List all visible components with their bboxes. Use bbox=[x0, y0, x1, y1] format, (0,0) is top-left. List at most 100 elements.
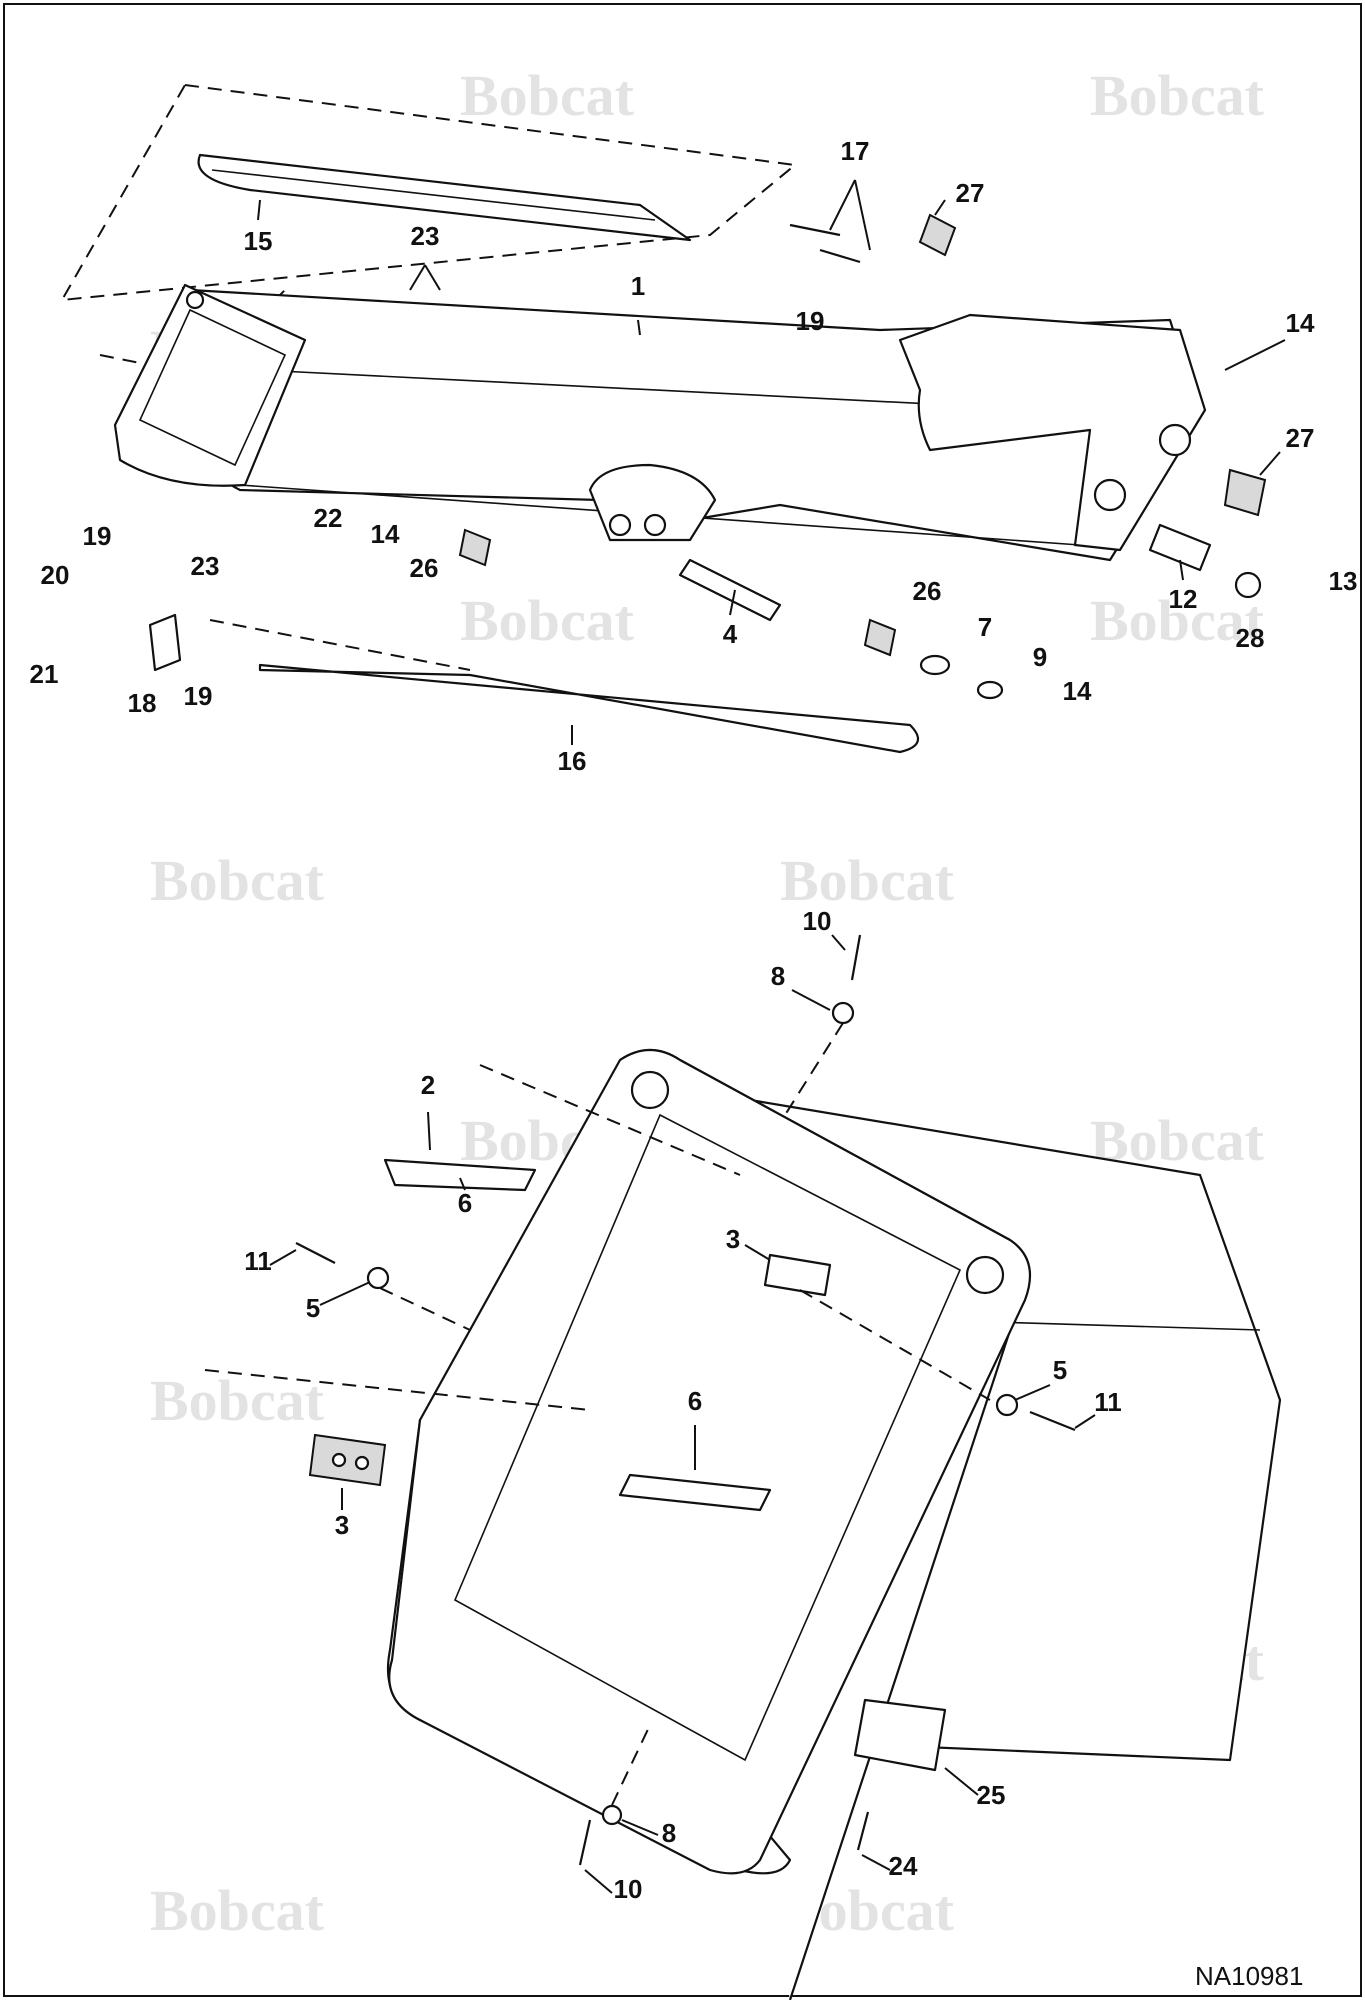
mount-plate bbox=[113, 283, 307, 487]
wear-pad-6-mid bbox=[618, 1473, 772, 1512]
callout-label-27: 27 bbox=[1286, 423, 1315, 453]
callout-label-5: 5 bbox=[1053, 1355, 1067, 1385]
callout-label-26: 26 bbox=[410, 553, 439, 583]
callout-label-8: 8 bbox=[662, 1818, 676, 1848]
leader bbox=[744, 1244, 771, 1261]
callout-label-19: 19 bbox=[796, 306, 825, 336]
leader bbox=[861, 1854, 891, 1871]
pivot-bore bbox=[1158, 423, 1192, 457]
watermark-text: Bobcat bbox=[460, 588, 635, 653]
block-3-right bbox=[763, 1253, 832, 1297]
callout-label-21: 21 bbox=[30, 659, 59, 689]
guide-strip-leader bbox=[209, 619, 471, 671]
wear-pad-6-top bbox=[383, 1158, 537, 1192]
lug-hole bbox=[643, 513, 667, 537]
callout-label-25: 25 bbox=[977, 1780, 1006, 1810]
guide-strip-top bbox=[197, 153, 692, 242]
assembly-line bbox=[799, 1289, 991, 1401]
callout-label-5: 5 bbox=[306, 1293, 320, 1323]
drawing-number: NA10981 bbox=[1195, 1961, 1303, 1991]
leader bbox=[1224, 339, 1286, 371]
callout-label-3: 3 bbox=[726, 1224, 740, 1254]
bracket-18 bbox=[148, 613, 182, 672]
watermark-text: Bobcat bbox=[150, 848, 325, 913]
callout-label-14: 14 bbox=[371, 519, 400, 549]
callout-label-26: 26 bbox=[913, 576, 942, 606]
callout-label-19: 19 bbox=[184, 681, 213, 711]
callout-label-13: 13 bbox=[1329, 566, 1358, 596]
callout-label-14: 14 bbox=[1063, 676, 1092, 706]
bolt-10-bottom bbox=[578, 1819, 592, 1866]
watermark-text: Bobcat bbox=[150, 1878, 325, 1943]
guide-group-outline bbox=[60, 83, 798, 302]
bolt-10-top bbox=[850, 934, 862, 981]
callout-label-24: 24 bbox=[889, 1851, 918, 1881]
assembly-line bbox=[479, 1064, 741, 1176]
callout-label-14: 14 bbox=[1286, 308, 1315, 338]
bolts-17 bbox=[789, 223, 861, 264]
guide-strip-bottom bbox=[258, 663, 920, 754]
washer-8-bottom bbox=[601, 1804, 623, 1826]
leader bbox=[934, 199, 946, 216]
screw-24 bbox=[856, 1811, 870, 1851]
pivot-bore bbox=[1093, 478, 1127, 512]
washer-7 bbox=[919, 654, 951, 676]
callout-label-23: 23 bbox=[191, 551, 220, 581]
callout-label-3: 3 bbox=[335, 1510, 349, 1540]
mount-hole bbox=[185, 290, 205, 310]
bushing-27-top bbox=[918, 213, 957, 257]
bottom-assembly bbox=[204, 934, 1282, 2001]
leader bbox=[831, 934, 846, 951]
leader bbox=[257, 199, 261, 221]
watermark-text: Bobcat bbox=[1090, 588, 1265, 653]
callout-label-10: 10 bbox=[803, 906, 832, 936]
bushing-28 bbox=[1234, 571, 1262, 599]
leader bbox=[427, 1111, 431, 1151]
callout-label-9: 9 bbox=[1033, 642, 1047, 672]
guide-strip-line bbox=[211, 169, 656, 221]
bushing-26-right bbox=[863, 618, 897, 657]
drawing-border bbox=[3, 3, 1362, 1997]
mount-plate-window bbox=[453, 1113, 962, 1762]
leader bbox=[1179, 559, 1184, 581]
bushing-26-left bbox=[458, 528, 492, 567]
watermark-text: Bobcat bbox=[1090, 63, 1265, 128]
ring-9 bbox=[976, 680, 1004, 700]
block-hole bbox=[354, 1455, 370, 1471]
leader bbox=[1259, 451, 1281, 476]
callout-label-6: 6 bbox=[458, 1188, 472, 1218]
callout-label-23: 23 bbox=[411, 221, 440, 251]
callout-label-15: 15 bbox=[244, 226, 273, 256]
leader bbox=[1014, 1384, 1051, 1401]
leader bbox=[729, 589, 736, 616]
block-25 bbox=[853, 1698, 947, 1772]
callout-label-2: 2 bbox=[421, 1070, 435, 1100]
lug-hole bbox=[608, 513, 632, 537]
callout-label-6: 6 bbox=[688, 1386, 702, 1416]
callout-label-22: 22 bbox=[314, 503, 343, 533]
washer-8-top bbox=[831, 1001, 855, 1025]
leader bbox=[409, 264, 441, 291]
watermark-text: Bobcat bbox=[780, 848, 955, 913]
callout-label-8: 8 bbox=[771, 961, 785, 991]
boom-bracket bbox=[898, 313, 1207, 552]
pin-4 bbox=[678, 558, 782, 622]
callout-label-28: 28 bbox=[1236, 623, 1265, 653]
assembly-line bbox=[611, 1724, 651, 1806]
leader bbox=[621, 1819, 659, 1836]
watermark-text: Bobcat bbox=[150, 1368, 325, 1433]
washer-5-right bbox=[995, 1393, 1019, 1417]
callout-label-10: 10 bbox=[614, 1874, 643, 1904]
leader bbox=[319, 1281, 371, 1306]
leader bbox=[944, 1767, 979, 1796]
callout-label-20: 20 bbox=[41, 560, 70, 590]
leader bbox=[584, 1869, 613, 1894]
bolt-11-left bbox=[295, 1242, 336, 1264]
assembly-line bbox=[204, 1369, 591, 1411]
callout-label-7: 7 bbox=[978, 612, 992, 642]
washer-5-left bbox=[366, 1266, 390, 1290]
callout-label-4: 4 bbox=[723, 619, 738, 649]
pin-12 bbox=[1148, 523, 1212, 572]
